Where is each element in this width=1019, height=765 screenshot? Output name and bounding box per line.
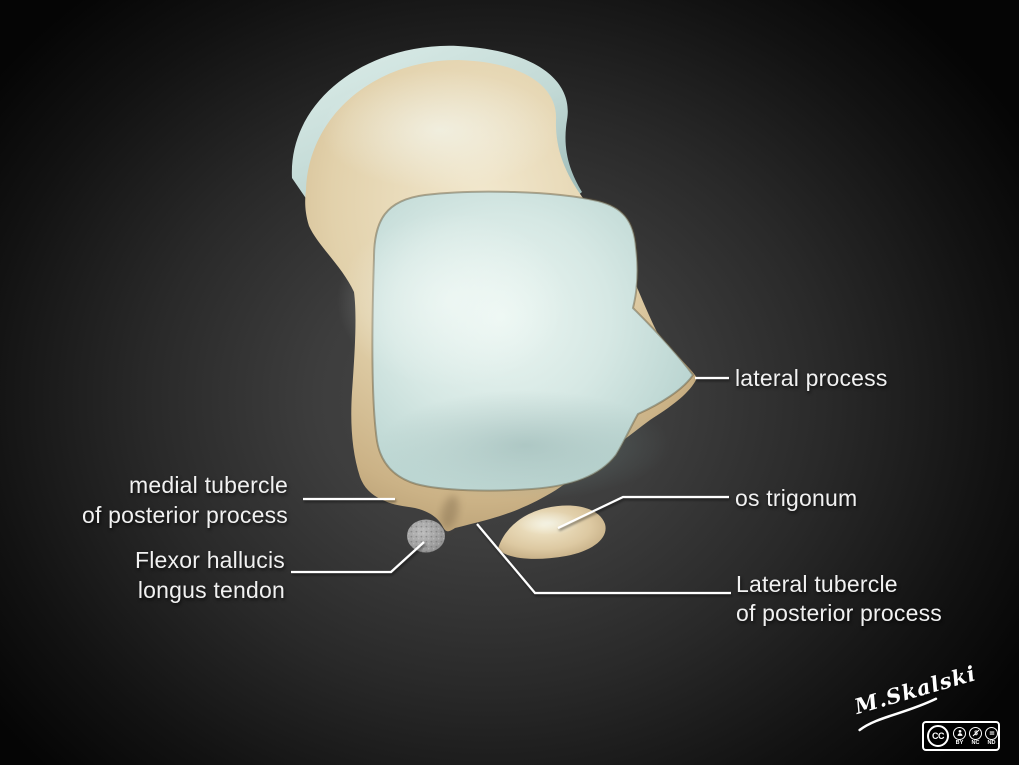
cc-by-person-icon	[953, 726, 966, 740]
cc-nd-label: ND	[987, 739, 996, 746]
fhl-tendon-speckle	[407, 519, 445, 553]
cc-license-badge: CC BY $ NC	[922, 721, 1000, 751]
label-lateral-process-text: lateral process	[735, 365, 888, 391]
cc-logo-icon: CC	[927, 725, 949, 747]
head-highlight	[320, 70, 560, 190]
cc-nd-equals-icon	[985, 726, 998, 740]
label-medial-tubercle-line1: medial tubercle	[129, 472, 288, 498]
cc-by-label: BY	[955, 739, 964, 746]
label-os-trigonum-text: os trigonum	[735, 485, 858, 511]
cc-by-term: BY	[953, 726, 966, 746]
svg-text:$: $	[974, 730, 978, 737]
leader-line-lateral-tubercle	[476, 523, 731, 595]
label-medial-tubercle-line2: of posterior process	[82, 502, 288, 528]
cc-nd-term: ND	[985, 726, 998, 746]
leader-line-os-trigonum	[557, 495, 729, 529]
label-medial-tubercle: medial tubercle of posterior process	[82, 470, 288, 530]
os-trigonum-highlight	[516, 511, 580, 535]
label-lateral-tubercle-line2: of posterior process	[736, 600, 942, 626]
label-os-trigonum: os trigonum	[735, 484, 857, 513]
label-lateral-tubercle-line1: Lateral tubercle	[736, 571, 898, 597]
cc-nc-dollar-slash-icon: $	[969, 726, 982, 740]
leader-line-fhl-tendon	[291, 541, 425, 574]
trochlea-highlight	[337, 212, 567, 388]
cc-license-terms: BY $ NC ND	[953, 726, 998, 746]
signature-underline-flourish	[858, 697, 938, 732]
cc-nc-label: NC	[971, 739, 980, 746]
trochlea-shading	[380, 390, 670, 500]
cc-nc-term: $ NC	[969, 726, 982, 746]
label-flexor-hallucis: Flexor hallucis longus tendon	[135, 545, 285, 605]
label-flexor-hallucis-line2: longus tendon	[137, 577, 285, 603]
fhl-groove-shadow	[441, 495, 459, 529]
label-flexor-hallucis-line1: Flexor hallucis	[135, 547, 285, 573]
label-lateral-process: lateral process	[735, 364, 888, 393]
label-lateral-tubercle: Lateral tubercle of posterior process	[736, 570, 942, 628]
artist-signature: M.Skalski	[852, 659, 991, 743]
